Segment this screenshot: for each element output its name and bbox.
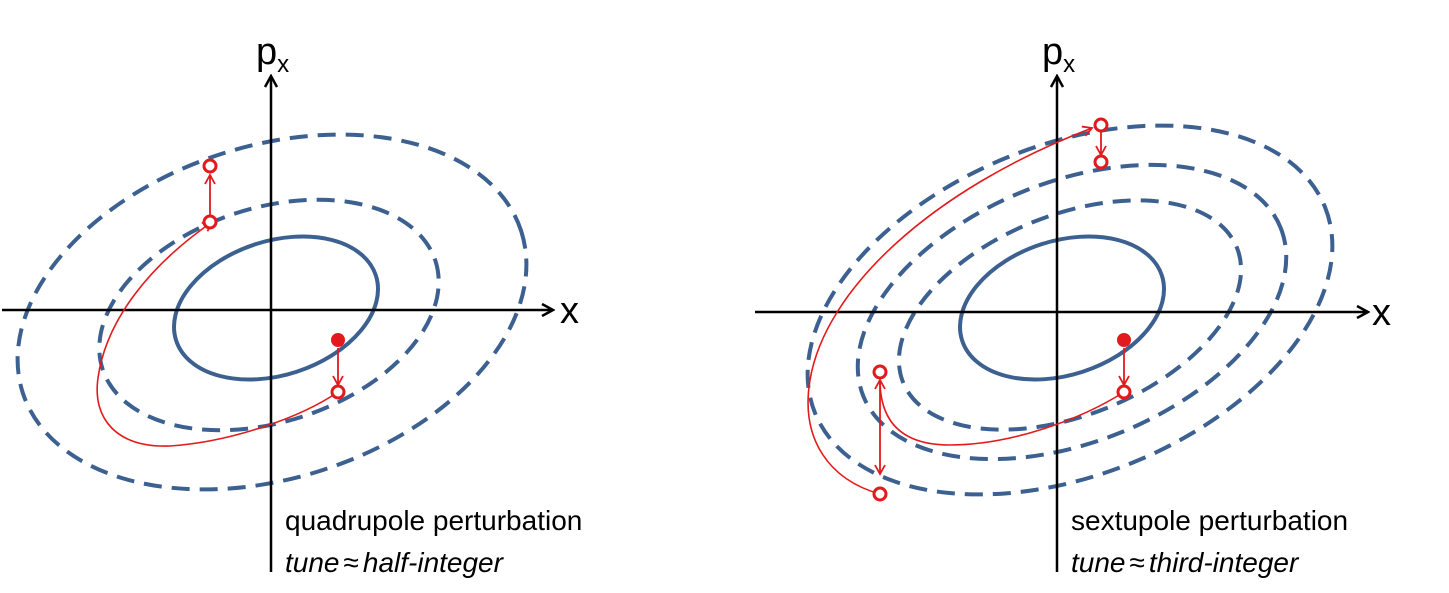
panel-sextupole: x px sextupole perturbation tune≈third-i… — [755, 31, 1391, 578]
turn-point-2 — [1093, 117, 1109, 133]
panel-quadrupole: x px quadrupole perturbation tune≈half-i… — [2, 31, 582, 578]
perturbed-trajectory-first — [874, 378, 1125, 446]
end-point — [1093, 154, 1109, 170]
turn-point — [202, 214, 218, 230]
x-axis-label: x — [560, 290, 579, 332]
y-axis-label: px — [1042, 31, 1075, 78]
start-point — [1117, 333, 1131, 347]
caption-line-2: tune≈half-integer — [285, 547, 505, 578]
outer-dashed-orbit — [805, 123, 1335, 497]
perturbed-trajectory-second — [807, 125, 1094, 495]
caption-line-1: sextupole perturbation — [1071, 505, 1348, 536]
kicked-point-2 — [872, 486, 888, 502]
inner-solid-orbit — [172, 234, 380, 382]
kicked-point-1 — [1116, 384, 1132, 400]
y-axis-label: px — [256, 31, 289, 78]
third-dashed-orbit — [896, 198, 1244, 432]
kicked-point — [330, 384, 346, 400]
caption-line-2: tune≈third-integer — [1071, 547, 1300, 578]
x-axis-label: x — [1372, 292, 1391, 334]
start-point — [331, 333, 345, 347]
middle-dashed-orbit — [97, 197, 441, 433]
caption-line-1: quadrupole perturbation — [285, 505, 582, 536]
outer-dashed-orbit — [15, 132, 529, 492]
inner-solid-orbit — [958, 234, 1166, 382]
perturbed-trajectory — [96, 220, 339, 447]
second-dashed-orbit — [855, 162, 1289, 462]
end-point — [202, 158, 218, 174]
turn-point-1 — [872, 364, 888, 380]
